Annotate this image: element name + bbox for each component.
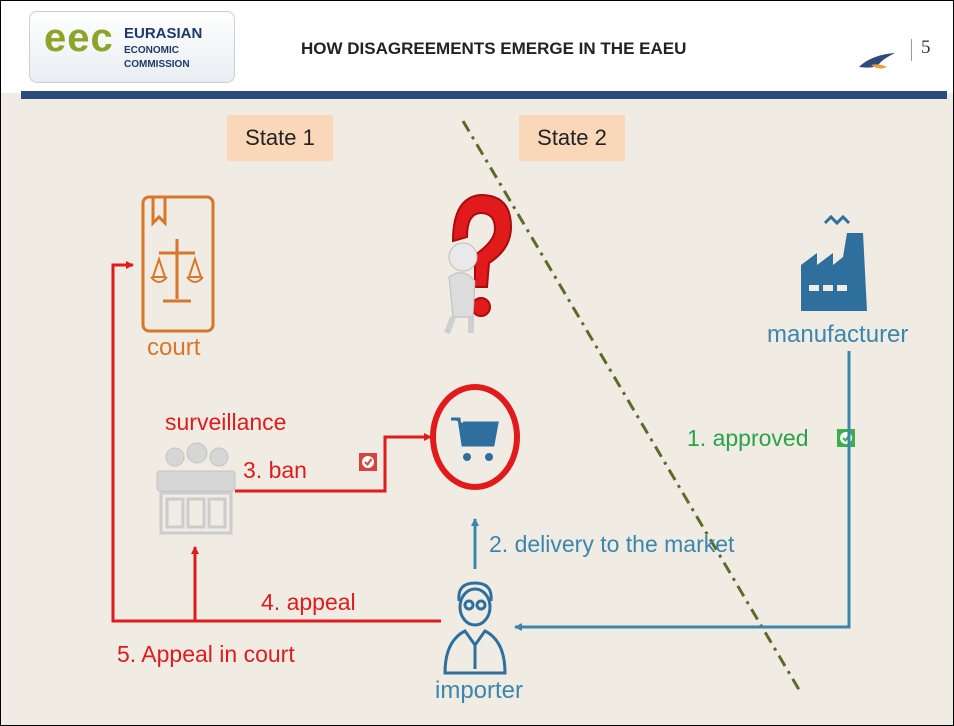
check-icon (359, 453, 377, 471)
factory-icon (801, 214, 867, 311)
logo-mark: eec (44, 16, 114, 60)
ban-arrow (235, 433, 432, 493)
logo-line-2: ECONOMIC (124, 45, 179, 56)
manufacturer-label: manufacturer (767, 321, 909, 348)
logo-line-3: COMMISSION (124, 59, 190, 70)
state-2-label: State 2 (519, 115, 625, 161)
step-ban-label: 3. ban (243, 457, 307, 483)
approved-arrow (514, 351, 851, 631)
step-appeal-court-label: 5. Appeal in court (117, 641, 295, 667)
page-number-divider (911, 39, 912, 61)
check-icon (837, 429, 855, 447)
surveillance-icon (156, 442, 236, 535)
state-1-label: State 1 (227, 115, 333, 161)
surveillance-label: surveillance (165, 409, 287, 435)
appeal-court-arrow (111, 261, 195, 623)
importer-label: importer (435, 677, 524, 704)
header-divider (21, 91, 947, 99)
step-approved-label: 1. approved (687, 425, 809, 451)
logo-line-1: EURASIAN (124, 25, 203, 42)
court-label: court (147, 334, 201, 361)
bird-logo-icon (859, 53, 895, 69)
importer-icon (443, 581, 507, 675)
court-icon (141, 195, 215, 333)
slide-title: HOW DISAGREEMENTS EMERGE IN THE EAEU (301, 39, 687, 58)
cart-icon (430, 384, 520, 490)
state-border-line (461, 120, 803, 694)
page-number: 5 (921, 37, 931, 58)
question-icon (444, 193, 513, 335)
eec-logo: eec EURASIAN ECONOMIC COMMISSION (29, 11, 235, 83)
step-delivery-label: 2. delivery to the market (489, 531, 735, 557)
step-appeal-label: 4. appeal (261, 589, 356, 615)
